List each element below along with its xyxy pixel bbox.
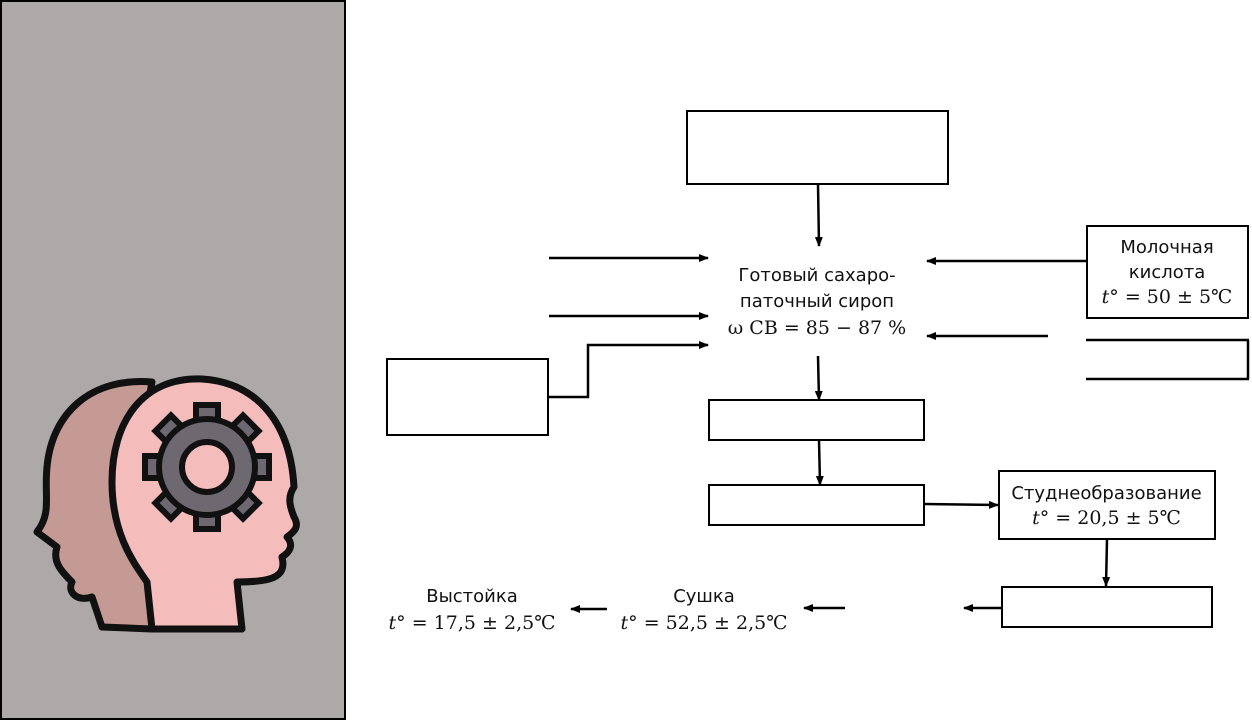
head-gear-icon bbox=[33, 375, 300, 633]
drying-formula-rest: ° = 52,5 ± 2,5℃ bbox=[628, 612, 788, 634]
empty-box-bottom-right bbox=[1001, 586, 1213, 628]
arrow-syrup-to-box1 bbox=[814, 355, 823, 401]
empty-box-left bbox=[386, 358, 549, 436]
empty-box-middle-2 bbox=[708, 484, 925, 526]
arrow-leftbox-to-syrup bbox=[548, 341, 709, 399]
drying-line1: Сушка bbox=[673, 586, 735, 607]
lactic-line2: кислота bbox=[1128, 262, 1206, 283]
standing-line1: Выстойка bbox=[426, 586, 518, 607]
syrup-line2: паточный сироп bbox=[739, 291, 895, 312]
syrup-line1: Готовый сахаро- bbox=[738, 265, 896, 286]
gelation-formula-var: t bbox=[1032, 507, 1040, 529]
drying-node: Сушка t° = 52,5 ± 2,5℃ bbox=[604, 584, 804, 636]
empty-box-middle-1 bbox=[708, 399, 925, 441]
lactic-formula-var: t bbox=[1101, 286, 1110, 308]
side-panel bbox=[0, 0, 346, 720]
gelation-line1: Студнеобразование bbox=[1011, 483, 1202, 504]
lactic-formula-rest: ° = 50 ± 5℃ bbox=[1109, 286, 1233, 308]
drying-formula-var: t bbox=[620, 612, 629, 634]
syrup-formula: ω СВ = 85 − 87 % bbox=[727, 317, 907, 339]
gelation-formula-rest: ° = 20,5 ± 5℃ bbox=[1039, 507, 1181, 529]
drying-formula: t° = 52,5 ± 2,5℃ bbox=[604, 610, 804, 636]
standing-formula-var: t bbox=[388, 612, 397, 634]
lactic-line1: Молочная bbox=[1120, 237, 1214, 258]
lactic-acid-label: Молочная кислота t° = 50 ± 5℃ bbox=[1088, 235, 1246, 310]
gelation-formula: t° = 20,5 ± 5℃ bbox=[1000, 506, 1213, 531]
lactic-acid-box: Молочная кислота t° = 50 ± 5℃ bbox=[1086, 225, 1249, 319]
empty-box-top bbox=[686, 110, 949, 185]
lactic-formula: t° = 50 ± 5℃ bbox=[1088, 285, 1246, 310]
standing-formula: t° = 17,5 ± 2,5℃ bbox=[372, 610, 572, 636]
arrow-gelation-to-box bbox=[1102, 538, 1111, 587]
gelation-label: Студнеобразование t° = 20,5 ± 5℃ bbox=[1000, 481, 1213, 531]
standing-formula-rest: ° = 17,5 ± 2,5℃ bbox=[396, 612, 556, 634]
gelation-box: Студнеобразование t° = 20,5 ± 5℃ bbox=[998, 470, 1216, 540]
syrup-node: Готовый сахаро- паточный сироп ω СВ = 85… bbox=[712, 263, 922, 341]
arrow-top-to-syrup bbox=[814, 183, 823, 247]
arrow-box1-to-box2 bbox=[815, 439, 824, 486]
standing-node: Выстойка t° = 17,5 ± 2,5℃ bbox=[372, 584, 572, 636]
arrow-box2-to-gelation bbox=[923, 500, 999, 509]
